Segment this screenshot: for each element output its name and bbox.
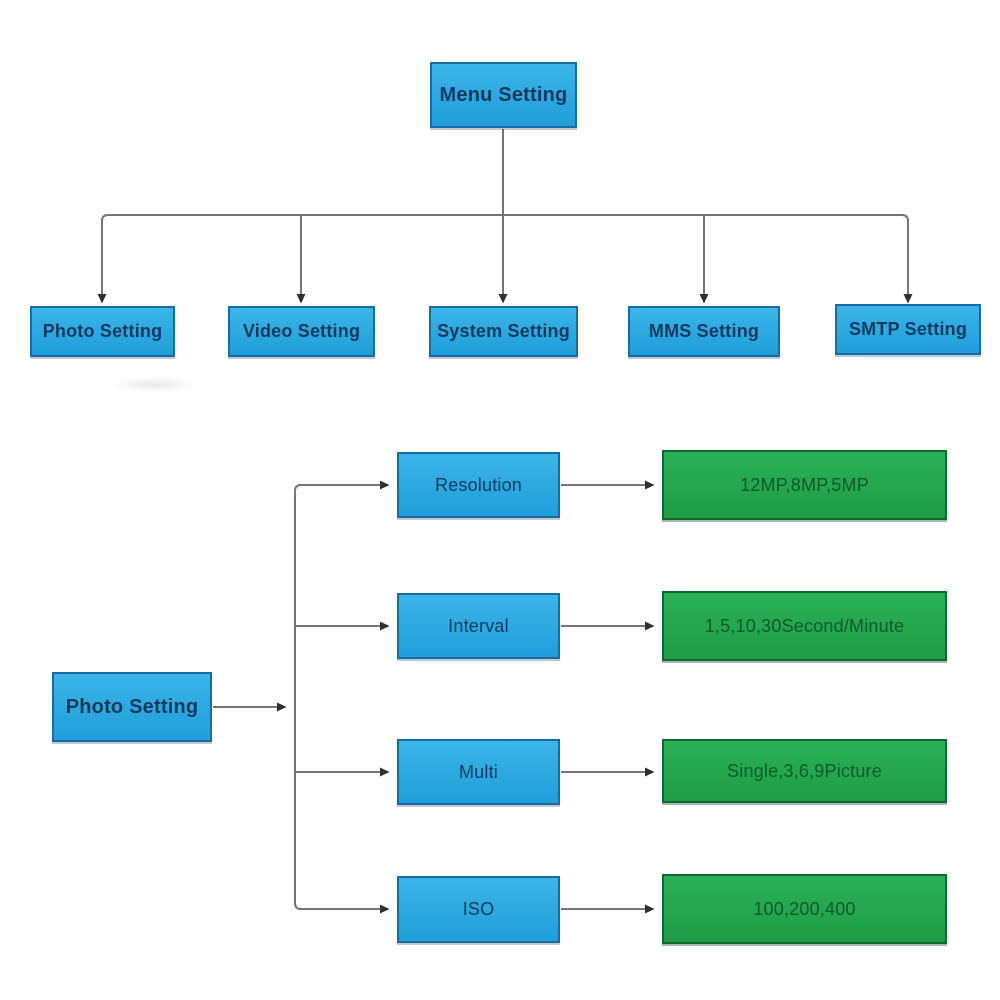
node-photo-setting: Photo Setting — [30, 306, 175, 357]
node-menu-setting: Menu Setting — [430, 62, 577, 128]
node-photo-setting-root: Photo Setting — [52, 672, 212, 742]
node-option-interval: Interval — [397, 593, 560, 659]
node-option-resolution: Resolution — [397, 452, 560, 518]
node-option-iso: ISO — [397, 876, 560, 943]
node-values-iso: 100,200,400 — [662, 874, 947, 944]
node-values-multi: Single,3,6,9Picture — [662, 739, 947, 803]
node-smtp-setting: SMTP Setting — [835, 304, 981, 355]
node-values-interval: 1,5,10,30Second/Minute — [662, 591, 947, 661]
node-mms-setting: MMS Setting — [628, 306, 780, 357]
node-option-multi: Multi — [397, 739, 560, 805]
node-video-setting: Video Setting — [228, 306, 375, 357]
menu-tree-connectors — [97, 129, 913, 304]
node-values-resolution: 12MP,8MP,5MP — [662, 450, 947, 520]
photo-tree-connectors — [213, 480, 655, 914]
node-system-setting: System Setting — [429, 306, 578, 357]
watermark-smudge — [112, 378, 198, 391]
